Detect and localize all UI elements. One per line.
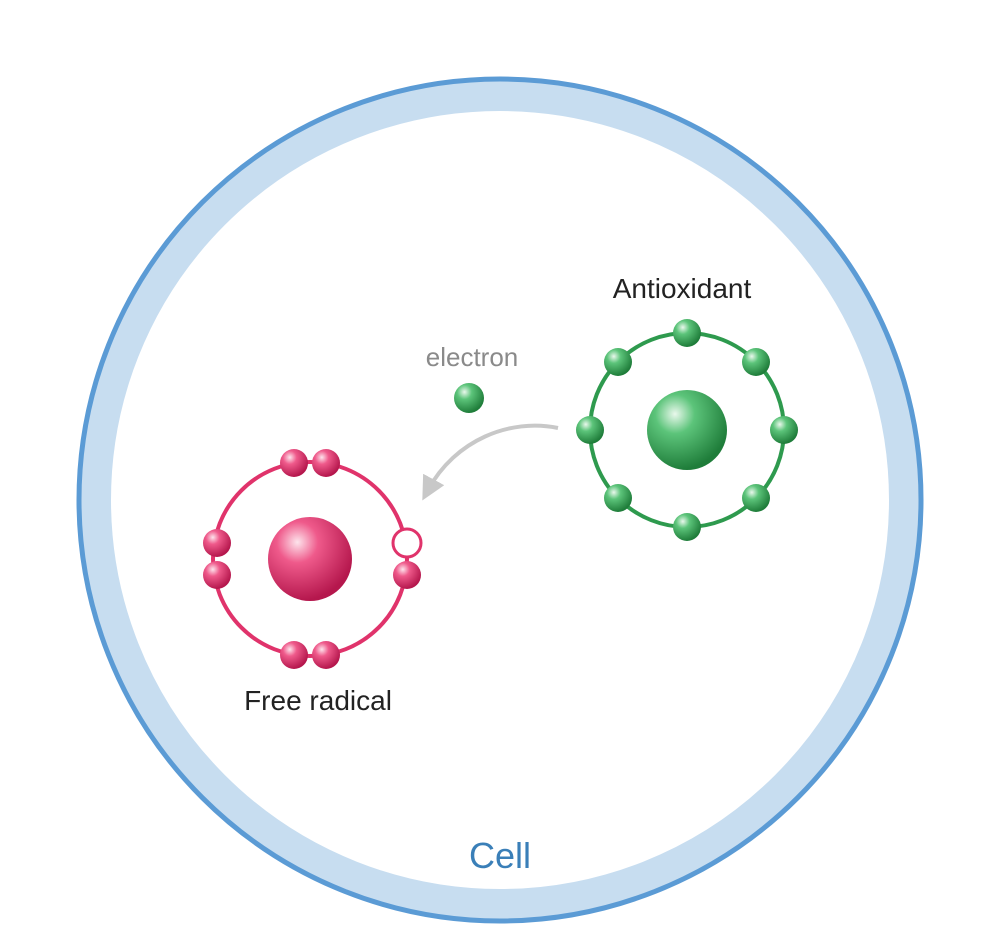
antioxidant-label: Antioxidant [613,273,752,304]
donated-electron [454,383,484,413]
cell-membrane-outline [76,76,924,924]
antioxidant-electron [673,513,701,541]
free-radical-electron [312,449,340,477]
free-radical-orbit [211,460,409,658]
antioxidant-electron [770,416,798,444]
free-radical-electron [203,529,231,557]
antioxidant-electron [742,348,770,376]
free-radical-atom [203,449,423,669]
cell-membrane [79,79,921,921]
free-radical-electron [393,561,421,589]
antioxidant-atom [576,319,798,541]
missing-electron-slot [391,527,423,559]
cell-label: Cell [469,835,531,876]
antioxidant-electron [673,319,701,347]
electron-label: electron [426,342,519,372]
free-radical-nucleus [268,517,352,601]
antioxidant-electron [576,416,604,444]
antioxidant-electron [742,484,770,512]
transfer-arrow [422,423,559,501]
cell [76,76,924,924]
free-radical-electrons [203,449,423,669]
free-radical-electron [203,561,231,589]
free-radical-label: Free radical [244,685,392,716]
antioxidant-electrons [576,319,798,541]
antioxidant-nucleus [647,390,727,470]
free-radical-electron [280,641,308,669]
free-radical-electron [312,641,340,669]
antioxidant-electron [604,348,632,376]
free-radical-electron [280,449,308,477]
antioxidant-electron [604,484,632,512]
